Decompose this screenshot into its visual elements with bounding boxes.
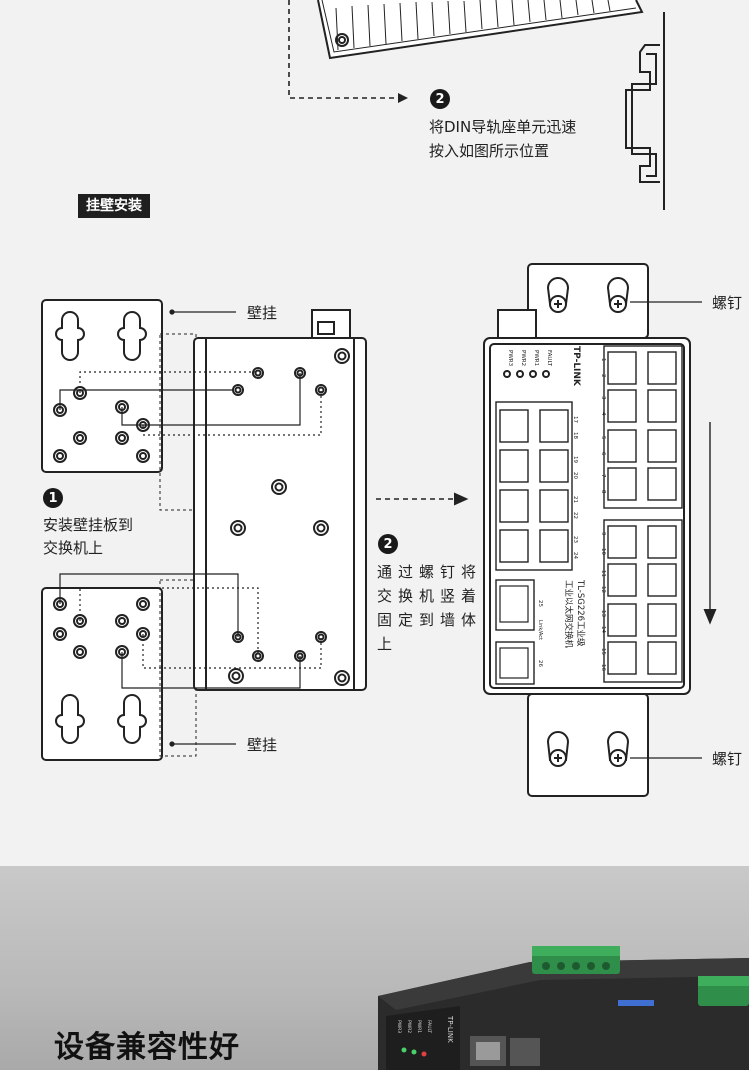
port-number-label: 8: [600, 490, 606, 494]
port-number-label: 11: [600, 570, 606, 577]
step-1-badge: 1: [43, 488, 63, 508]
link-act-label: Link/Act: [537, 620, 543, 640]
section-tag-wall-mount: 挂壁安装: [78, 194, 150, 218]
port-number-label: 15: [600, 648, 606, 655]
section-title-compatibility: 设备兼容性好: [54, 1030, 240, 1065]
switch-front-view: [483, 263, 702, 797]
device-desc: 工业以太网交换机: [563, 580, 574, 649]
port-number-label: 4: [600, 412, 606, 416]
din-rail-illustration: [288, 0, 665, 210]
label-wall-bracket-top: 壁挂: [247, 304, 278, 322]
port-number-label: 2: [600, 374, 606, 378]
led-label-pwr3: PWR3: [507, 350, 513, 367]
port-number-label: 17: [572, 416, 578, 423]
port-number-label: 13: [600, 610, 606, 617]
label-screw-bottom: 螺钉: [712, 750, 743, 768]
step-2-text-4: 上: [377, 635, 393, 653]
heatsink-corner: [317, 0, 644, 60]
step-2-badge-wall: 2: [378, 534, 398, 554]
port-number-label: 3: [600, 396, 606, 400]
port-number-label: 20: [572, 472, 578, 479]
step-2-badge-din: 2: [430, 89, 450, 109]
led-label-pwr2: PWR2: [520, 350, 526, 366]
step-2-text-1: 通过螺钉将: [377, 563, 483, 581]
port-number-label: 1: [600, 358, 606, 362]
wall-mount-illustration: TP-LINK TL-SG226工业级 工业以太网交换机 FAULT PWR1 …: [41, 263, 717, 797]
port-number-label: 9: [600, 532, 606, 536]
product-photo: TP-LINK FAULT PWR1 PWR2 PWR3: [378, 946, 749, 1070]
sfp-label-26: 26: [537, 660, 543, 667]
screw-icon: [546, 731, 630, 767]
step-1-text-2: 交换机上: [43, 539, 104, 557]
port-number-label: 7: [600, 474, 606, 478]
port-number-label: 22: [572, 512, 578, 519]
bracket-top: [41, 299, 163, 473]
port-number-label: 16: [600, 664, 606, 671]
port-number-label: 10: [600, 548, 606, 555]
product-photo-band: TP-LINK FAULT PWR1 PWR2 PWR3: [0, 866, 749, 1070]
din-step-text-2: 按入如图所示位置: [429, 142, 550, 160]
label-screw-top: 螺钉: [712, 294, 743, 312]
port-number-label: 18: [572, 432, 578, 439]
step-2-text-2: 交换机竖着: [377, 587, 483, 605]
din-rail: [625, 12, 665, 210]
sfp-label-25: 25: [537, 600, 543, 607]
photo-led-pwr3: PWR3: [396, 1020, 402, 1033]
bracket-bottom: [41, 587, 163, 761]
port-number-label: 23: [572, 536, 578, 543]
port-number-label: 19: [572, 456, 578, 463]
screw-icon: [546, 277, 630, 313]
terminal-block: [532, 946, 749, 1006]
label-wall-bracket-bottom: 壁挂: [247, 736, 278, 754]
dashed-arrow: [288, 0, 400, 99]
led-label-pwr1: PWR1: [533, 350, 539, 366]
port-number-label: 14: [600, 626, 606, 633]
port-number-label: 12: [600, 586, 606, 593]
photo-led-pwr2: PWR2: [406, 1020, 412, 1033]
step-2-text-3: 固定到墙体: [377, 611, 483, 629]
photo-led-fault: FAULT: [426, 1020, 432, 1033]
din-step-text-1: 将DIN导轨座单元迅速: [429, 118, 577, 136]
device-model: TL-SG226工业级: [575, 579, 586, 647]
port-number-label: 21: [572, 496, 578, 503]
port-number-label: 5: [600, 436, 606, 440]
photo-led-pwr1: PWR1: [416, 1020, 422, 1033]
device-brand: TP-LINK: [571, 346, 581, 387]
port-number-label: 24: [572, 552, 578, 559]
led-label-fault: FAULT: [546, 350, 552, 367]
step-1-text-1: 安装壁挂板到: [43, 516, 134, 534]
port-number-label: 6: [600, 452, 606, 456]
photo-brand: TP-LINK: [446, 1015, 454, 1043]
switch-back-view: [193, 309, 367, 691]
